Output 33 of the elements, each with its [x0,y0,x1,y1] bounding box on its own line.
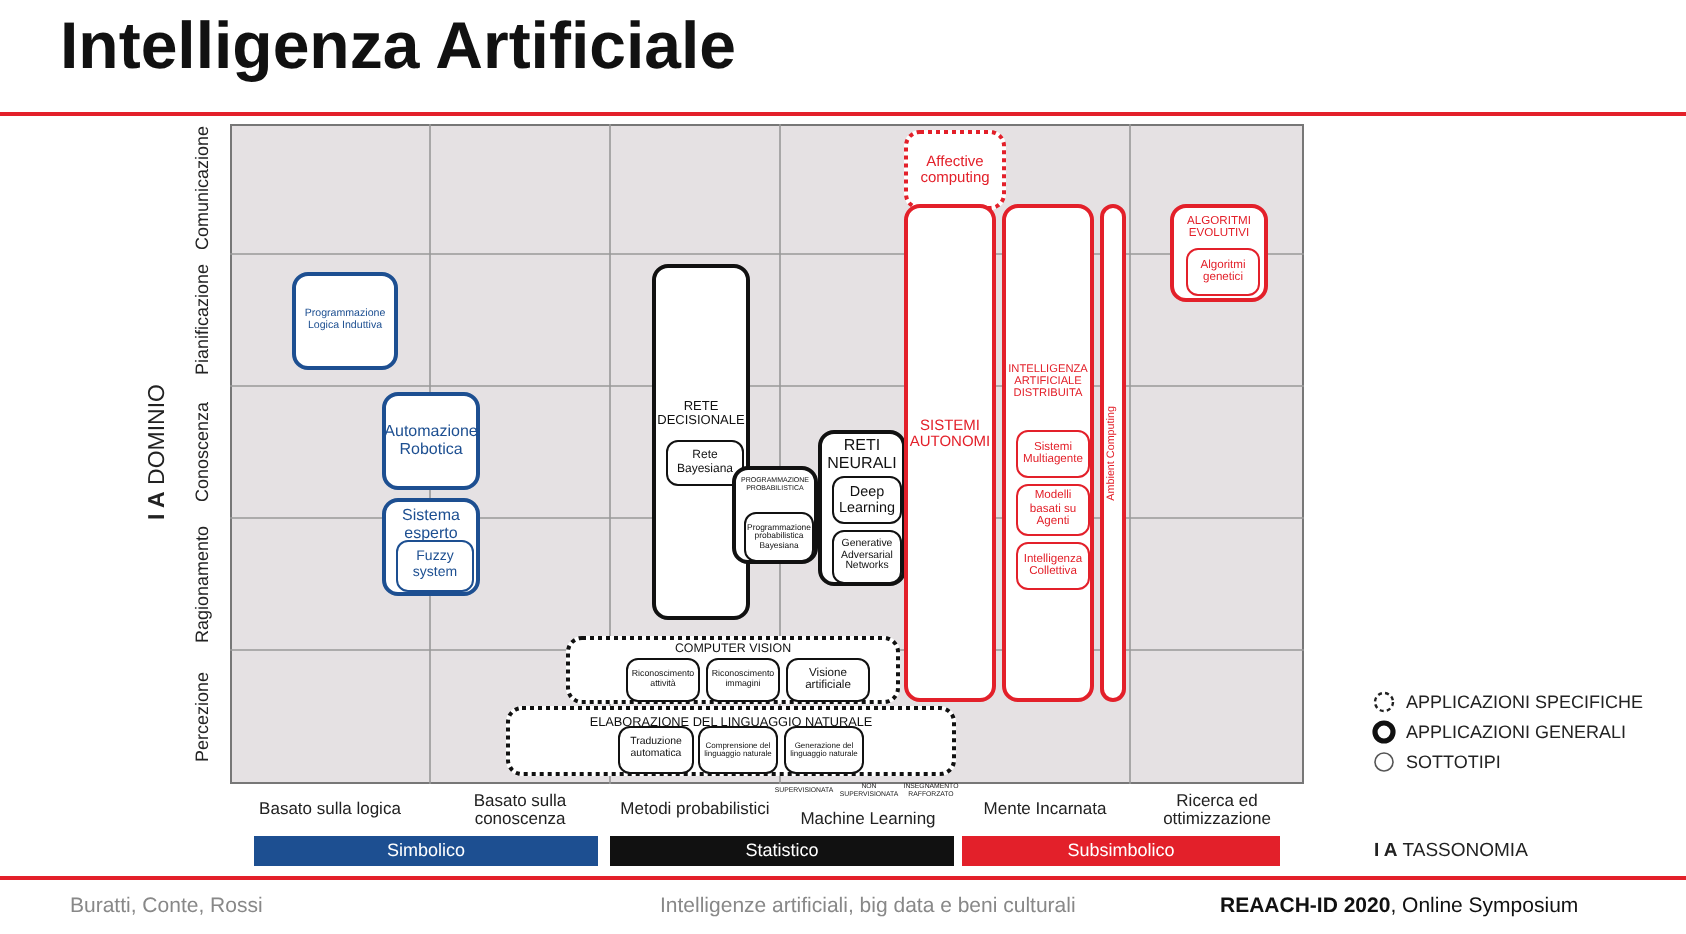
column-label: Ricerca ed ottimizzazione [1161,791,1273,829]
category-bar: Simbolico [254,836,598,866]
axis-title: I A DOMINIO [145,384,171,520]
footer-text: REAACH-ID 2020, Online Symposium [1220,896,1579,920]
legend-label: APPLICAZIONI SPECIFICHE [1406,691,1644,711]
application-box [1002,204,1094,702]
title: Intelligenza Artificiale [60,8,737,84]
row-label: Percezione [194,671,214,763]
column-label: Mente Incarnata [983,800,1107,820]
category-bar: Statistico [610,836,954,866]
group-heading: Sistema esperto [400,508,462,544]
application-group [506,706,956,776]
application-box [382,498,480,596]
column-label: Machine Learning [800,810,936,830]
footer-text: Intelligenze artificiali, big data e beni culturali [660,896,1076,920]
application-box [732,466,818,564]
legend-label: APPLICAZIONI GENERALI [1406,721,1627,741]
legend-label: SOTTOTIPI [1406,751,1501,771]
row-label: Pianificazione [194,264,214,376]
row-label: Comunicazione [194,126,214,252]
row-label: Conoscenza [194,401,214,503]
column-label: Metodi probabilistici [620,800,770,820]
application-box [818,430,906,586]
application-group [566,636,900,704]
category-bar: Subsimbolico [962,836,1280,866]
application-box: Automazione Robotica [382,392,480,490]
column-label: Basato sulla conoscenza [471,791,569,829]
footer-text: Buratti, Conte, Rossi [70,896,263,920]
taxonomy-title: I A TASSONOMIA [1374,841,1528,863]
row-label: Ragionamento [194,525,214,643]
application-box [1170,204,1268,302]
column-label: Basato sulla logica [259,800,401,820]
group-heading: RETI NEURALI [825,438,899,474]
